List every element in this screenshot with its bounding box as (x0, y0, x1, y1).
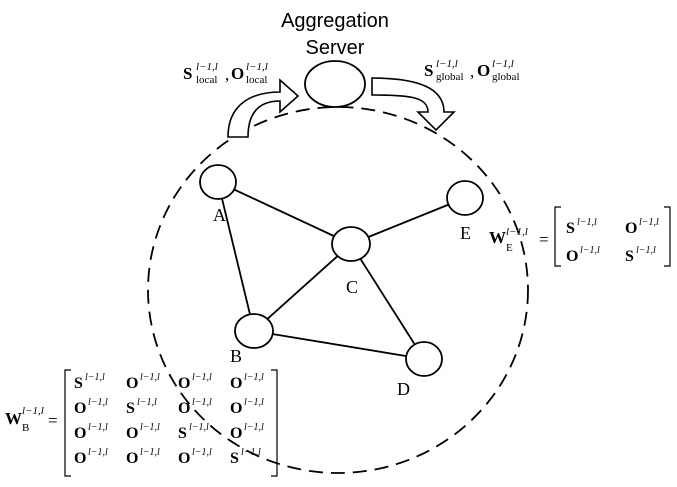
node-label-d: D (397, 379, 410, 399)
download-arrow (371, 77, 456, 132)
matrix-b-entry: O (230, 375, 242, 392)
matrix-b-entry-sup: l−1,l (192, 397, 212, 408)
node-b (234, 313, 274, 349)
matrix-b-entry-sup: l−1,l (140, 372, 160, 383)
server-title-line2: Server (306, 37, 365, 59)
download-o-sup: l−1,l (492, 58, 514, 70)
matrix-b-right-bracket (271, 369, 278, 477)
matrix-e-entry-sup: l−1,l (580, 245, 600, 256)
graph-edges (217, 181, 466, 360)
node-label-a: A (213, 205, 226, 225)
matrix-b-lhs-sup: l−1,l (22, 405, 44, 417)
node-a (199, 164, 237, 200)
network-boundary (147, 106, 529, 474)
matrix-b-entry-sup: l−1,l (88, 422, 108, 433)
node-label-c: C (346, 277, 358, 297)
download-o-sub: global (492, 71, 520, 83)
node-c (331, 226, 371, 262)
matrix-b-entry: O (74, 400, 86, 417)
graph-nodes: A B C D E (199, 164, 484, 399)
matrix-b-lhs: W (5, 409, 22, 428)
edge-b-c (253, 243, 352, 332)
edge-a-b (217, 181, 255, 332)
matrix-b-entry: O (230, 425, 242, 442)
matrix-e-entry: O (625, 220, 637, 237)
server-node (304, 60, 366, 108)
upload-o-sub: local (246, 74, 267, 86)
matrix-b-entry: O (178, 375, 190, 392)
upload-sep: , (225, 65, 229, 84)
node-d (405, 341, 443, 377)
matrix-e-entry: S (625, 248, 634, 265)
matrix-e-right-bracket (664, 206, 671, 267)
matrix-b-entry-sup: l−1,l (137, 397, 157, 408)
matrix-e-entry-sup: l−1,l (639, 217, 659, 228)
matrix-e-eq: = (539, 230, 549, 249)
edge-c-d (350, 243, 425, 360)
matrix-b-eq: = (48, 411, 58, 430)
matrix-b-entry-sup: l−1,l (140, 422, 160, 433)
matrix-b-entry-sup: l−1,l (88, 447, 108, 458)
edge-c-e (350, 197, 466, 245)
download-s-sup: l−1,l (436, 58, 458, 70)
svg-text:S: S (183, 64, 192, 83)
download-s-sub: global (436, 71, 464, 83)
matrix-b-lhs-sub: B (22, 422, 29, 434)
matrix-b-left-bracket (64, 369, 71, 477)
matrix-b-entry: O (126, 450, 138, 467)
node-e (446, 180, 484, 216)
matrix-b-entry-sup: l−1,l (85, 372, 105, 383)
edge-a-c (217, 181, 352, 245)
matrix-b-entry-sup: l−1,l (189, 422, 209, 433)
matrix-b-entry: S (74, 375, 83, 392)
matrix-e-entry-sup: l−1,l (577, 217, 597, 228)
download-o: O (477, 61, 490, 80)
matrix-e-entry-sup: l−1,l (636, 245, 656, 256)
matrix-b-entry: O (178, 400, 190, 417)
matrix-b-entry-sup: l−1,l (241, 447, 261, 458)
upload-s-sup: l−1,l (196, 61, 218, 73)
matrix-e-lhs: W (489, 228, 506, 247)
matrix-b-entry: S (178, 425, 187, 442)
upload-label: S l−1,l local , O l−1,l local (183, 61, 268, 86)
upload-arrow (227, 78, 300, 138)
edge-b-d (253, 330, 425, 360)
matrix-b-entry: O (74, 450, 86, 467)
matrix-b-entry-sup: l−1,l (88, 397, 108, 408)
download-sep: , (470, 62, 474, 81)
matrix-b-entry-sup: l−1,l (140, 447, 160, 458)
matrix-b-entry-sup: l−1,l (192, 372, 212, 383)
matrix-b-entry: O (126, 375, 138, 392)
upload-s-sub: local (196, 74, 217, 86)
matrix-b-entry: S (126, 400, 135, 417)
upload-o-sup: l−1,l (246, 61, 268, 73)
matrix-e-entry: S (566, 220, 575, 237)
matrix-b-entry: S (230, 450, 239, 467)
matrix-b-entry-sup: l−1,l (244, 397, 264, 408)
node-label-e: E (460, 223, 471, 243)
matrix-b-entry: O (178, 450, 190, 467)
matrix-b-entry: O (74, 425, 86, 442)
matrix-b-entry-sup: l−1,l (244, 422, 264, 433)
matrix-b-entry: O (230, 400, 242, 417)
matrix-b-entry-sup: l−1,l (192, 447, 212, 458)
server-title-line1: Aggregation (281, 10, 389, 32)
matrix-e-lhs-sup: l−1,l (506, 226, 528, 238)
matrix-b-entry-sup: l−1,l (244, 372, 264, 383)
node-label-b: B (230, 346, 242, 366)
download-s: S (424, 61, 433, 80)
download-label: S l−1,l global , O l−1,l global (424, 58, 520, 83)
matrix-e-left-bracket (554, 206, 561, 267)
matrix-b-entry: O (126, 425, 138, 442)
upload-o: O (231, 64, 244, 83)
matrix-e-lhs-sub: E (506, 242, 513, 254)
upload-s: S (183, 64, 192, 83)
matrix-e-entry: O (566, 248, 578, 265)
